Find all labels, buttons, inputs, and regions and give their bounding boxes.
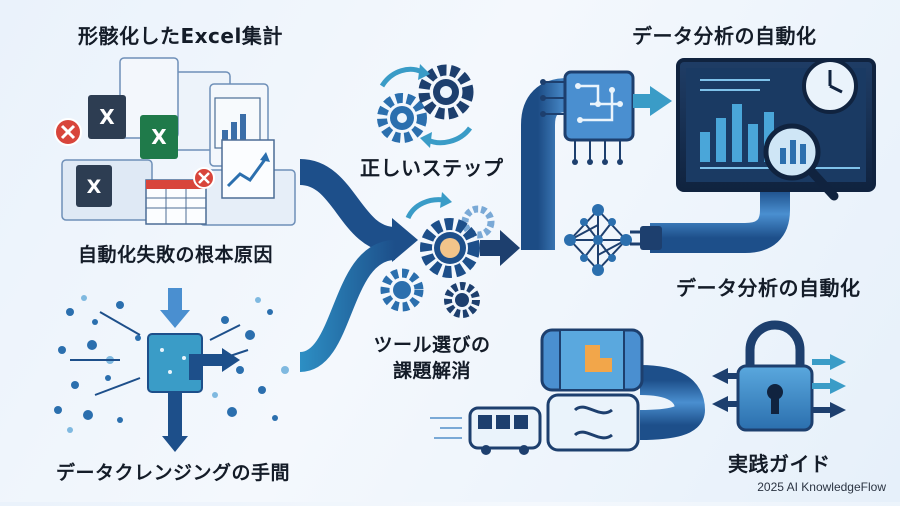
excel-file-icon: X — [88, 95, 126, 139]
label-auto-mid: データ分析の自動化 — [676, 276, 861, 300]
excel-file-icon: X — [76, 165, 112, 207]
pipe-connector — [540, 328, 644, 452]
error-x-icon — [193, 167, 215, 189]
label-practice-guide: 実践ガイド — [728, 452, 831, 476]
data-cleansing-graphic — [54, 288, 289, 452]
arrow-icon — [712, 354, 846, 418]
pipe-icon — [470, 78, 790, 440]
label-auto-top: データ分析の自動化 — [632, 24, 817, 48]
circuit-chip-icon — [540, 70, 672, 165]
gear-cluster-middle — [380, 192, 520, 318]
label-cleansing: データクレンジングの手間 — [56, 462, 291, 484]
svg-text:X: X — [87, 176, 102, 198]
padlock-icon — [736, 320, 814, 432]
label-tool-issue-2: 課題解消 — [392, 360, 471, 382]
label-excel-title: 形骸化したExcel集計 — [78, 24, 283, 48]
excel-file-icon: X — [140, 115, 178, 159]
clock-icon — [802, 58, 858, 114]
label-root-cause: 自動化失敗の根本原因 — [78, 244, 274, 266]
flow-arrow-top — [298, 159, 418, 262]
gear-icon — [461, 205, 495, 239]
error-x-icon — [54, 118, 82, 146]
gear-icon — [418, 64, 474, 120]
gear-icon — [444, 282, 480, 318]
gear-icon — [420, 218, 480, 278]
gear-icon — [380, 268, 424, 312]
svg-text:X: X — [151, 125, 167, 149]
copyright-text: 2025 AI KnowledgeFlow — [757, 480, 886, 494]
gear-icon — [377, 93, 427, 143]
excel-file-pile: X X X — [54, 57, 296, 226]
gear-cluster-top — [377, 64, 474, 148]
flow-arrow-bottom — [298, 240, 397, 372]
magnifier-icon — [763, 123, 839, 201]
spreadsheet-icon — [145, 179, 207, 225]
train-icon — [430, 406, 542, 455]
network-node-icon — [564, 204, 662, 276]
svg-text:X: X — [99, 105, 115, 129]
label-right-steps: 正しいステップ — [360, 156, 504, 180]
label-tool-issue-1: ツール選びの — [373, 334, 491, 356]
